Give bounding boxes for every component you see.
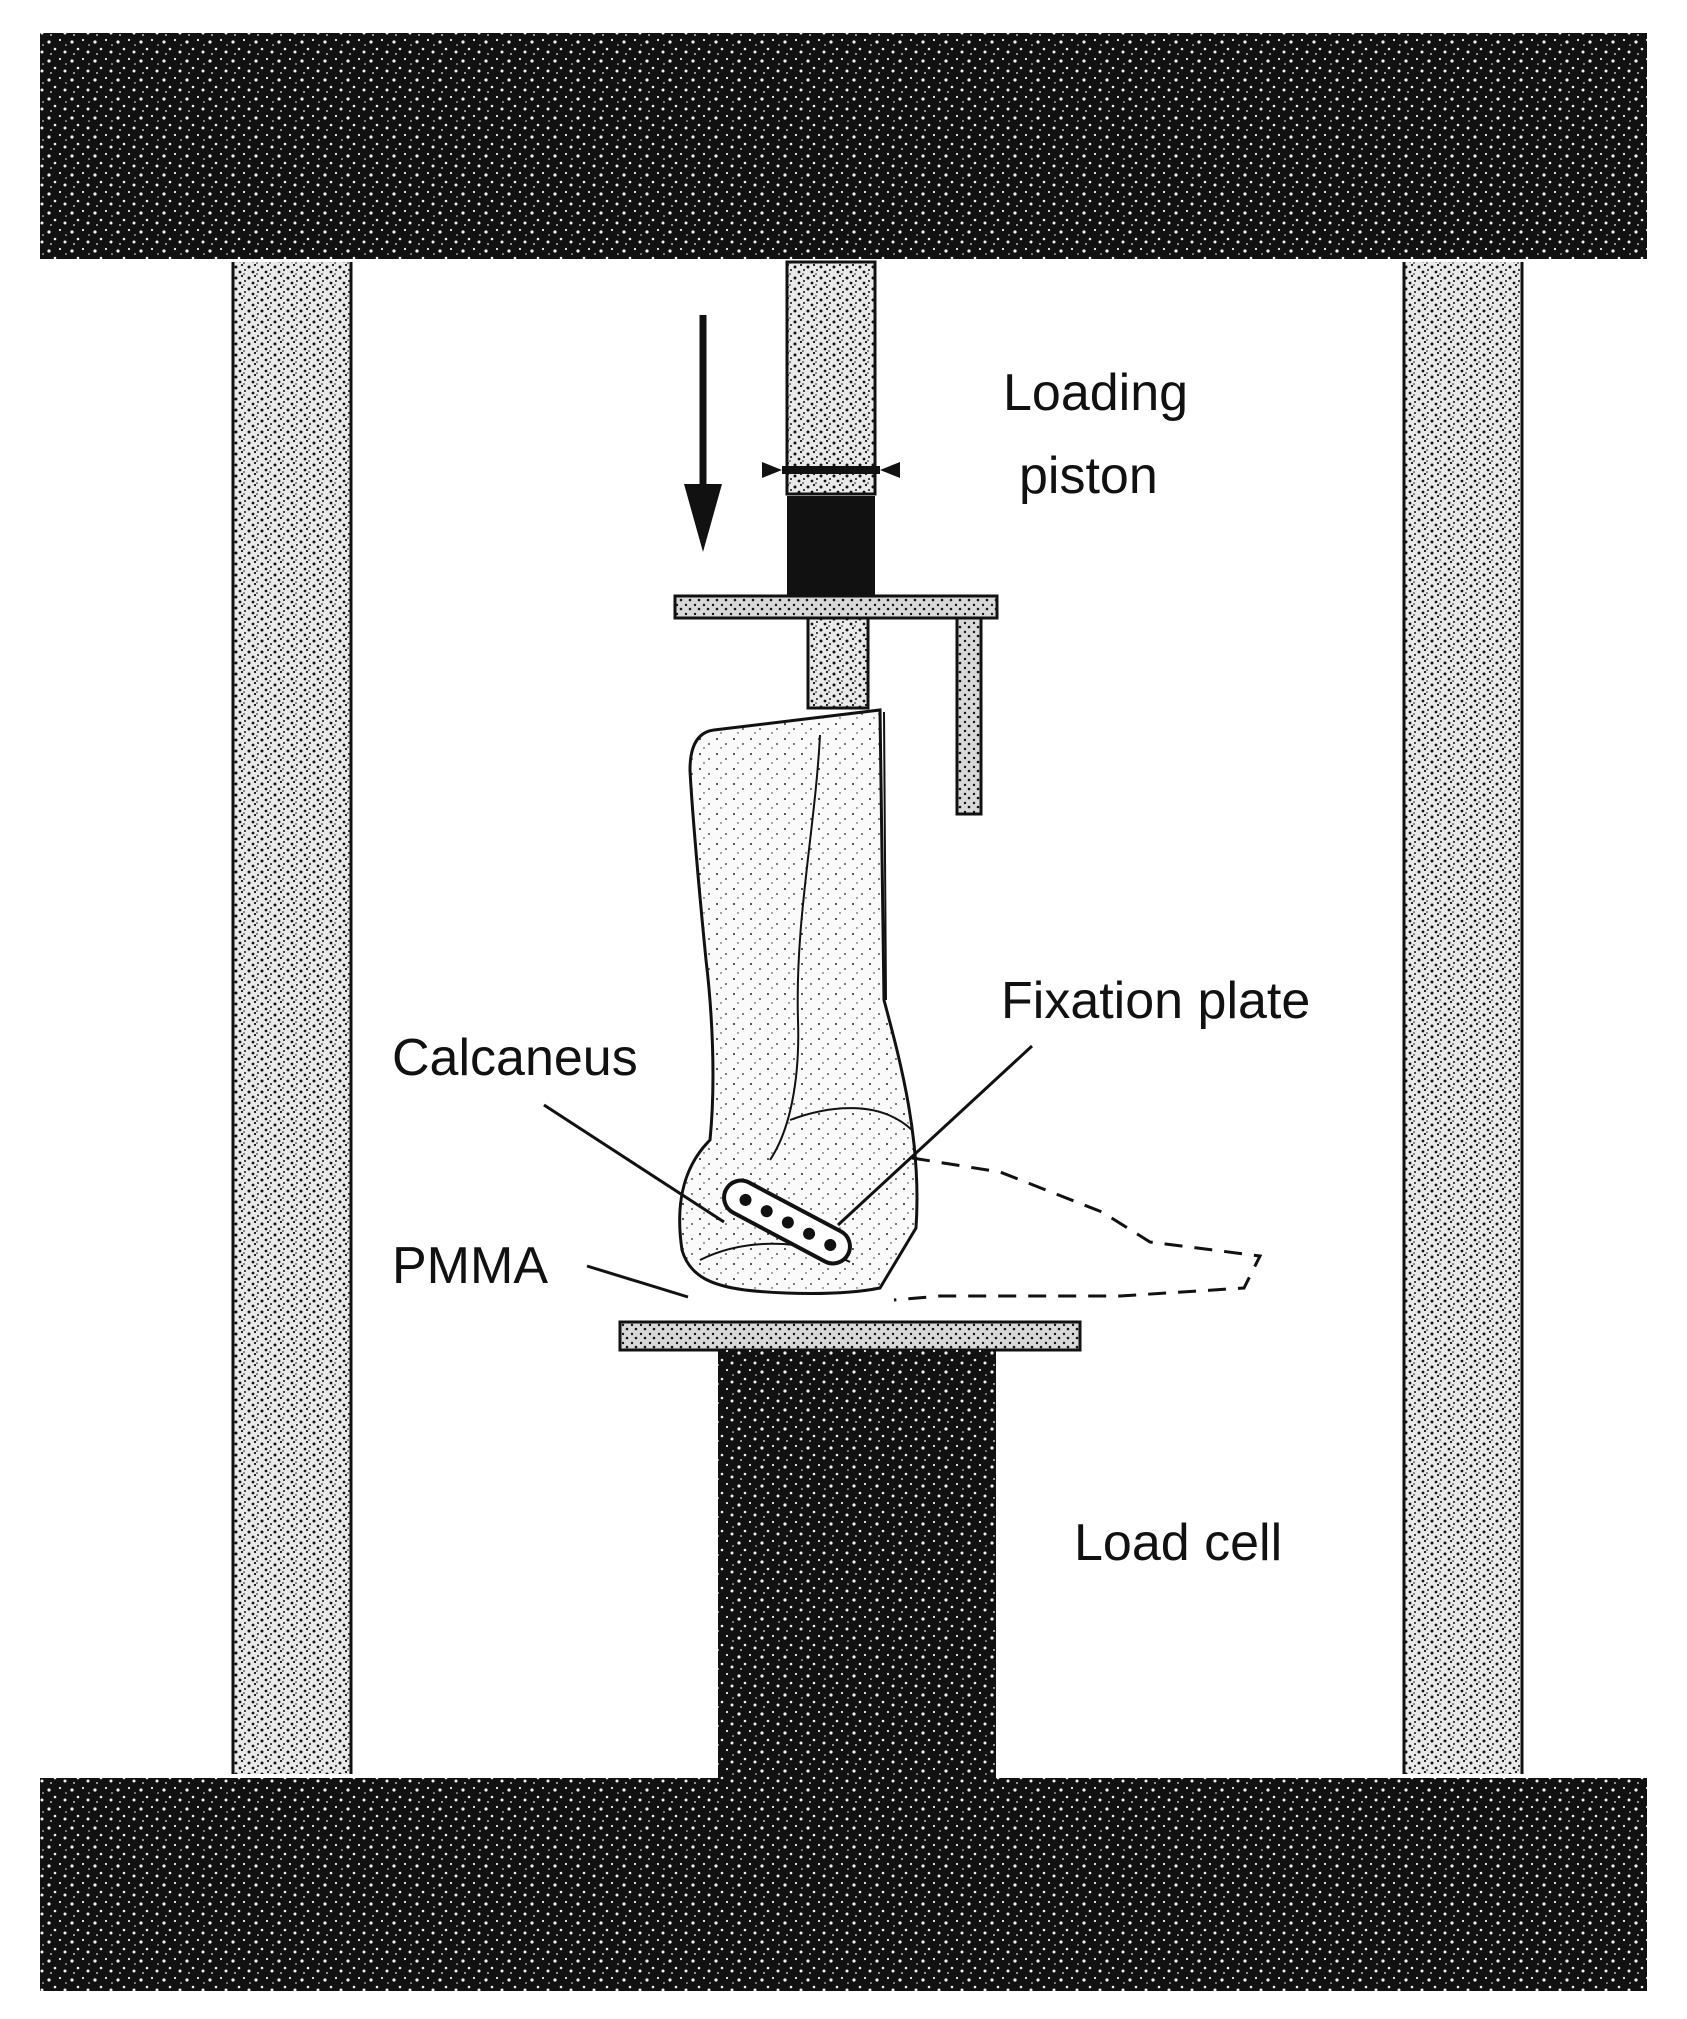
load-cell-body xyxy=(718,1350,996,1780)
load-direction-arrow xyxy=(684,315,722,552)
right-column xyxy=(1402,262,1524,1774)
loading-piston xyxy=(762,260,900,596)
label-pmma: PMMA xyxy=(392,1237,548,1295)
fixation-plate-implant xyxy=(722,1178,852,1266)
label-loading-piston-line1: Loading xyxy=(1003,364,1188,422)
forefoot-outline xyxy=(893,1156,1263,1302)
fixation-plate-leader xyxy=(836,1044,1034,1227)
top-crossbeam xyxy=(40,33,1647,259)
bottom-crossbeam xyxy=(40,1778,1647,1991)
label-calcaneus: Calcaneus xyxy=(392,1029,638,1087)
label-loading-piston-line2: piston xyxy=(1019,447,1158,505)
foot-specimen xyxy=(678,708,919,1295)
piston-crossbar xyxy=(673,594,999,816)
label-fixation-plate: Fixation plate xyxy=(1001,972,1310,1030)
left-column xyxy=(231,262,353,1774)
label-load-cell: Load cell xyxy=(1074,1514,1282,1572)
pmma-leader xyxy=(586,1264,689,1299)
calcaneus-leader xyxy=(543,1103,725,1224)
load-platform xyxy=(618,1320,1082,1352)
